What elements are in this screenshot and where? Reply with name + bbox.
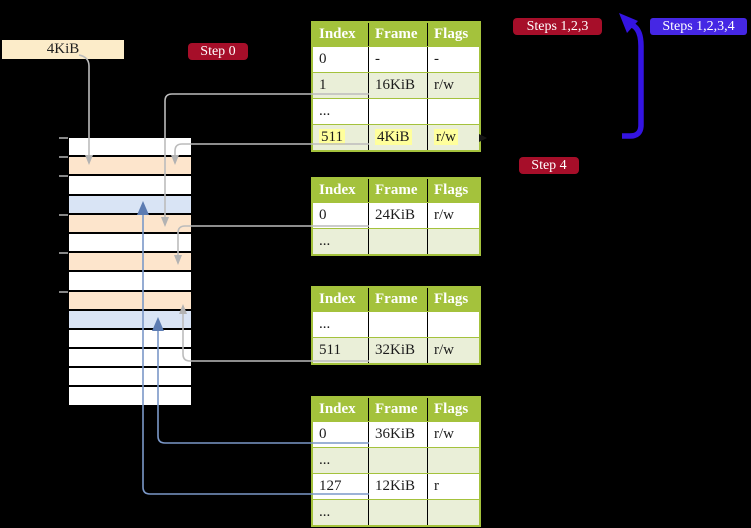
- step4-badge: Step 4: [519, 157, 579, 174]
- address-tick: [59, 290, 68, 293]
- page-table-2-row-1: ...: [313, 228, 479, 254]
- steps1234-badge: Steps 1,2,3,4: [650, 18, 747, 35]
- table-cell: -: [369, 47, 428, 72]
- table-cell: [369, 312, 428, 337]
- page-table-3-row-0: ...: [313, 311, 479, 337]
- address-tick: [59, 175, 68, 178]
- table-cell: r/w: [434, 77, 454, 93]
- table-cell: r/w: [434, 129, 458, 145]
- header-cell-flags: Flags: [434, 401, 469, 417]
- page-table-4-row-1: ...: [313, 447, 479, 473]
- table-cell: 0: [313, 203, 369, 228]
- table-cell: [428, 448, 479, 473]
- table-cell: 24KiB: [369, 203, 428, 228]
- header-cell-flags: Flags: [434, 26, 469, 42]
- memory-frame-row-10: [69, 310, 191, 330]
- header-cell-flags: Flags: [434, 291, 469, 307]
- table-cell: [369, 448, 428, 473]
- table-cell: r/w: [434, 342, 454, 358]
- address-tick: [59, 252, 68, 255]
- memory-frame-row-3: [69, 176, 191, 196]
- header-cell-index: Index: [313, 179, 369, 202]
- table-cell: 0: [313, 422, 369, 447]
- physical-memory-strip: [69, 138, 191, 407]
- page-table-1-row-0: 0--: [313, 46, 479, 72]
- arrow-table1-entry511-loop-back: [622, 22, 644, 139]
- table-cell: ...: [313, 99, 369, 124]
- table-cell: ...: [313, 500, 369, 525]
- table-cell: [428, 312, 479, 337]
- memory-frame-row-1: [69, 138, 191, 158]
- memory-frame-row-12: [69, 349, 191, 369]
- table-cell: 12KiB: [369, 474, 428, 499]
- table-cell: r/w: [434, 207, 454, 223]
- table-cell: 0: [313, 47, 369, 72]
- memory-frame-row-9: [69, 291, 191, 311]
- table-cell: 4KiB: [369, 125, 428, 150]
- memory-frame-row-2: [69, 157, 191, 177]
- header-cell-index: Index: [313, 23, 369, 46]
- table-cell: [428, 500, 479, 525]
- table-cell: 16KiB: [369, 73, 428, 98]
- memory-frame-row-11: [69, 329, 191, 350]
- memory-frame-row-6: [69, 233, 191, 254]
- table-cell: r/w: [434, 426, 454, 442]
- steps123-badge: Steps 1,2,3: [513, 18, 602, 35]
- step0-badge: Step 0: [188, 43, 248, 60]
- table-cell: 36KiB: [369, 422, 428, 447]
- address-tick: [59, 213, 68, 216]
- header-cell-index: Index: [313, 288, 369, 311]
- memory-frame-row-5: [69, 214, 191, 234]
- page-size-label-box: 4KiB: [2, 40, 124, 59]
- address-tick: [59, 137, 68, 139]
- table-cell: [369, 500, 428, 525]
- memory-frame-row-14: [69, 387, 191, 407]
- header-cell-frame: Frame: [369, 23, 428, 46]
- arrow-table1-entry511-loop-back-head: [619, 13, 638, 33]
- table-cell: [428, 229, 479, 254]
- table-cell: 32KiB: [369, 338, 428, 363]
- address-tick: [59, 156, 68, 159]
- header-cell-frame: Frame: [369, 398, 428, 421]
- memory-frame-row-13: [69, 368, 191, 388]
- header-cell-frame: Frame: [369, 288, 428, 311]
- page-table-4-row-3: ...: [313, 499, 479, 525]
- table-cell: [428, 99, 479, 124]
- header-cell-flags: Flags: [434, 182, 469, 198]
- memory-frame-row-4: [69, 195, 191, 215]
- table-cell: -: [434, 51, 439, 67]
- header-cell-index: Index: [313, 398, 369, 421]
- table-cell: 511: [313, 338, 369, 363]
- table-cell: [369, 229, 428, 254]
- table-cell: r: [434, 478, 439, 494]
- table-cell: ...: [313, 448, 369, 473]
- memory-frame-row-8: [69, 272, 191, 292]
- table-cell: ...: [313, 312, 369, 337]
- table-cell: 511: [313, 125, 369, 150]
- table-cell: [369, 99, 428, 124]
- header-cell-frame: Frame: [369, 179, 428, 202]
- table-cell: ...: [313, 229, 369, 254]
- table-cell: 127: [313, 474, 369, 499]
- page-table-1-row-2: ...: [313, 98, 479, 124]
- memory-frame-row-7: [69, 253, 191, 273]
- table-cell: 1: [313, 73, 369, 98]
